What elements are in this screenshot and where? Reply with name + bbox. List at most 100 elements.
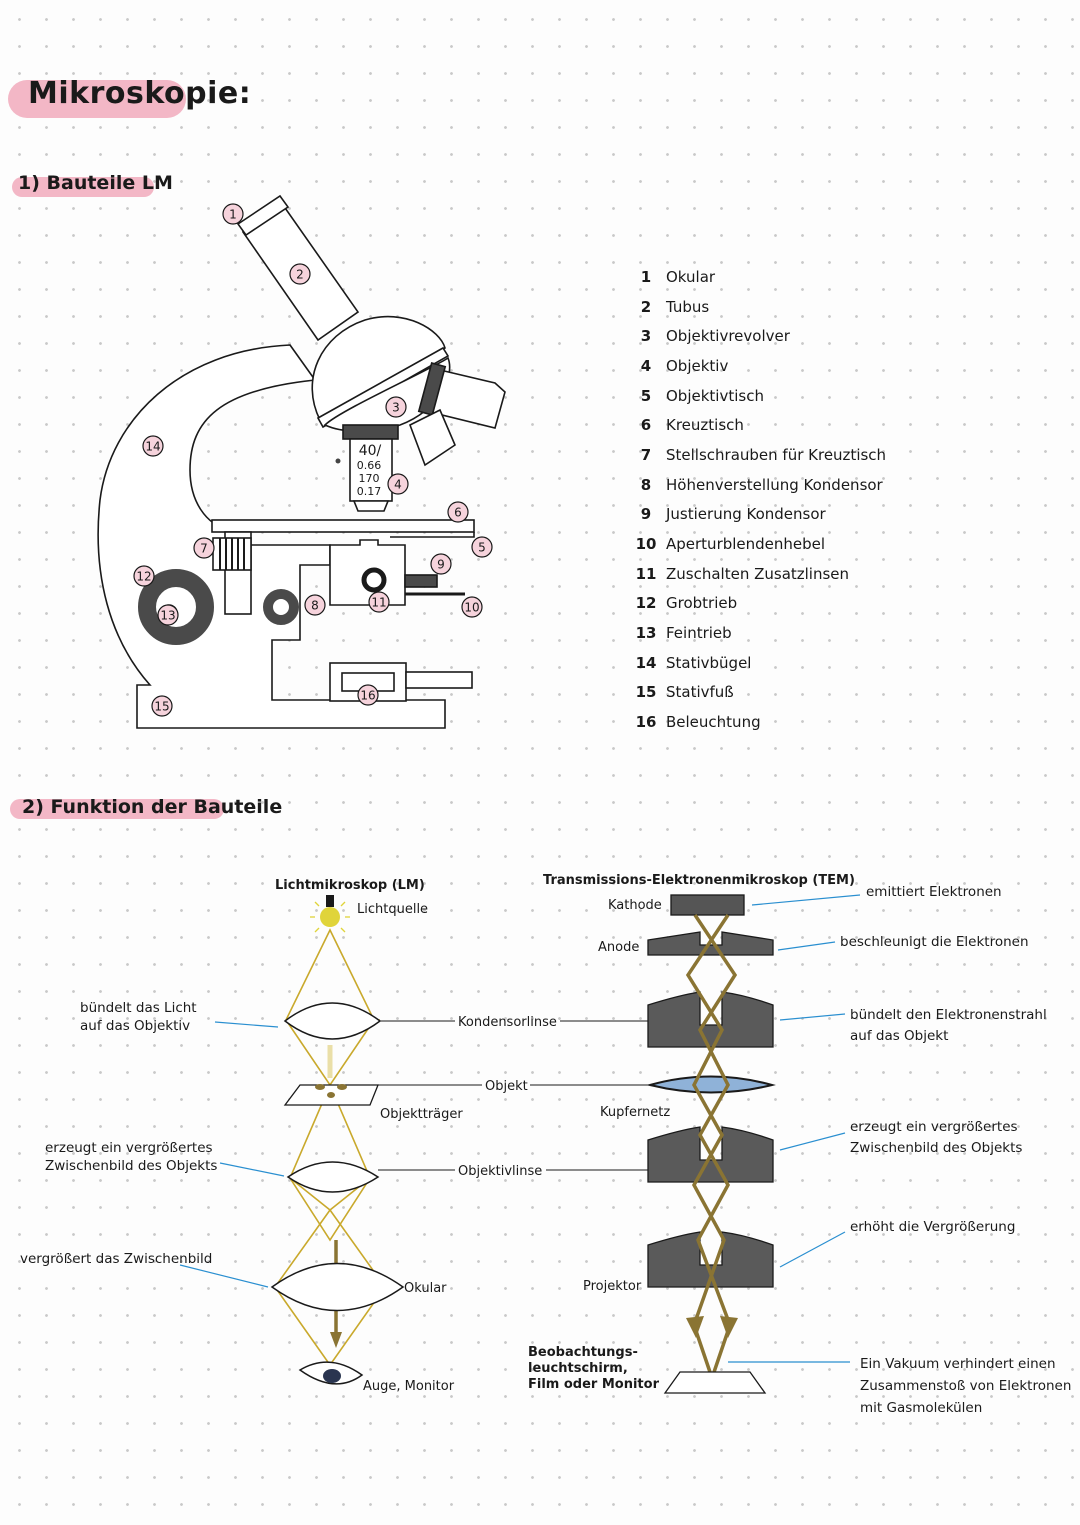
- head: [311, 315, 446, 422]
- light-microscope-drawing: [97, 194, 506, 729]
- legend-label: Stativfuß: [666, 683, 734, 702]
- legend-number: 11: [635, 564, 657, 583]
- label-schirm-1: Beobachtungs-: [528, 1345, 638, 1360]
- marker-circle: [193, 537, 215, 559]
- marker-circle: [430, 553, 452, 575]
- stage: [211, 519, 475, 533]
- legend-label: Stativbügel: [666, 653, 752, 672]
- okular-top: [236, 194, 290, 237]
- marker-number: 16: [360, 689, 375, 703]
- marker-circle: [461, 596, 483, 618]
- legend-label: Objektivtisch: [666, 386, 764, 405]
- objective-mag: 40/: [359, 443, 382, 459]
- label-kupfernetz: Kupfernetz: [600, 1105, 670, 1120]
- legend-label: Objektiv: [666, 356, 729, 375]
- label-schirm-3: Film oder Monitor: [528, 1377, 660, 1392]
- part-marker-9: 9: [430, 553, 452, 575]
- part-marker-11: 11: [368, 591, 390, 613]
- legend-label: Grobtrieb: [666, 594, 738, 613]
- label-auge: Auge, Monitor: [363, 1379, 455, 1394]
- legend-number: 12: [635, 594, 657, 613]
- marker-number: 9: [437, 558, 445, 572]
- tem-anode: [647, 931, 774, 956]
- marker-number: 3: [392, 401, 400, 415]
- legend-label: Zuschalten Zusatzlinsen: [666, 564, 850, 583]
- part-marker-3: 3: [385, 396, 407, 418]
- legend-label: Objektivrevolver: [666, 327, 790, 346]
- lamp-base: [326, 895, 334, 907]
- lm-objektivlinse: [286, 1161, 380, 1193]
- note-lm-kondensor-1: bündelt das Licht: [80, 1000, 197, 1016]
- marker-circle: [385, 396, 407, 418]
- lm-diagram: Lichtmikroskop (LM) Lichtquelle: [20, 878, 648, 1394]
- legend-label: Kreuztisch: [666, 416, 744, 435]
- legend-number: 9: [640, 505, 652, 524]
- marker-number: 11: [371, 596, 386, 610]
- note-tem-kondensor-2: auf das Objekt: [850, 1028, 948, 1044]
- legend-number: 3: [640, 327, 652, 346]
- eye-icon: [298, 1361, 364, 1385]
- objective-cover: 0.17: [357, 485, 382, 498]
- revolver-band: [316, 346, 450, 429]
- marker-circle: [447, 501, 469, 523]
- label-anode: Anode: [598, 940, 639, 955]
- note-tem-projektor: erhöht die Vergrößerung: [850, 1219, 1015, 1235]
- marker-number: 6: [454, 506, 462, 520]
- light-source-icon: [320, 907, 340, 927]
- marker-number: 2: [296, 268, 304, 282]
- legend-number: 13: [635, 624, 657, 643]
- coarse-knob: [138, 569, 214, 645]
- lm-heading: Lichtmikroskop (LM): [275, 878, 425, 893]
- marker-circle: [151, 695, 173, 717]
- marker-circle: [357, 684, 379, 706]
- marker-circle: [222, 203, 244, 225]
- marker-number: 15: [154, 700, 169, 714]
- note-tem-kondensor-1: bündelt den Elektronenstrahl: [850, 1007, 1047, 1023]
- part-marker-2: 2: [289, 263, 311, 285]
- marker-number: 5: [478, 541, 486, 555]
- marker-circle: [304, 594, 326, 616]
- part-marker-8: 8: [304, 594, 326, 616]
- marker-circle: [387, 473, 409, 495]
- part-marker-15: 15: [151, 695, 173, 717]
- legend-number: 7: [640, 445, 652, 464]
- note-tem-vakuum-3: mit Gasmolekülen: [860, 1400, 982, 1416]
- legend-number: 14: [635, 653, 657, 672]
- tem-kupfernetz: [646, 1075, 776, 1094]
- legend-label: Stellschrauben für Kreuztisch: [666, 445, 887, 464]
- section2-heading: 2) Funktion der Bauteile: [22, 796, 283, 818]
- objective-label: 40/ 0.66 170 0.17: [357, 443, 382, 498]
- marker-number: 10: [464, 601, 479, 615]
- label-lichtquelle: Lichtquelle: [357, 902, 428, 917]
- label-kathode: Kathode: [608, 898, 662, 913]
- marker-number: 12: [136, 570, 151, 584]
- marker-circle: [142, 435, 164, 457]
- legend-label: Höhenverstellung Kondensor: [666, 475, 883, 494]
- legend-item: 7 Stellschrauben für Kreuztisch: [628, 440, 928, 470]
- label-objekt: Objekt: [485, 1079, 528, 1094]
- part-marker-12: 12: [133, 565, 155, 587]
- tem-diagram: Transmissions-Elektronenmikroskop (TEM) …: [528, 873, 1071, 1416]
- legend-label: Beleuchtung: [666, 713, 761, 732]
- marker-number: 1: [229, 208, 237, 222]
- note-lm-okular: vergrößert das Zwischenbild: [20, 1251, 212, 1267]
- part-marker-5: 5: [471, 536, 493, 558]
- part-marker-6: 6: [447, 501, 469, 523]
- legend-number: 4: [640, 356, 652, 375]
- legend-label: Justierung Kondensor: [666, 505, 826, 524]
- part-marker-10: 10: [461, 596, 483, 618]
- legend-label: Tubus: [666, 297, 710, 316]
- marker-circle: [133, 565, 155, 587]
- legend-item: 6 Kreuztisch: [628, 410, 928, 440]
- legend-number: 6: [640, 416, 652, 435]
- marker-circle: [368, 591, 390, 613]
- tem-leuchtschirm: [663, 1371, 767, 1394]
- objective-tube-length: 170: [359, 472, 380, 485]
- marker-number: 4: [394, 478, 402, 492]
- part-marker-7: 7: [193, 537, 215, 559]
- legend-item: 12 Grobtrieb: [628, 589, 928, 619]
